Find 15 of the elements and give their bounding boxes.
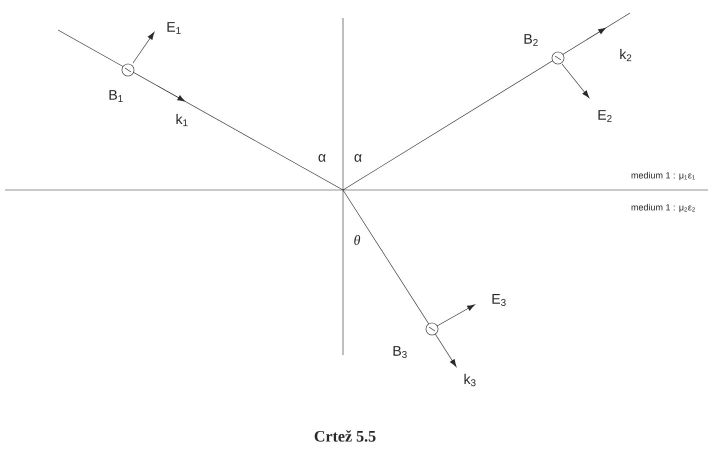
vector-label: k$_{3}$ xyxy=(464,374,476,386)
angle-label: θ xyxy=(354,235,360,245)
vector-label: E$_{2}$ xyxy=(598,110,612,122)
medium-label: medium 1 : μ$_{2}$ε$_{2}$ xyxy=(632,204,695,212)
vector-label: B$_{1}$ xyxy=(110,90,123,102)
angle-label: α xyxy=(318,154,326,162)
vector-label: B$_{2}$ xyxy=(524,34,538,46)
caption: Crtež 5.5 xyxy=(314,430,376,442)
vector-label: B$_{3}$ xyxy=(394,346,407,358)
medium-label: medium 1 : μ$_{1}$ε$_{1}$ xyxy=(632,172,695,180)
vector-label: k$_{1}$ xyxy=(176,114,188,126)
angle-label: α xyxy=(354,154,362,162)
vector-label: E$_{3}$ xyxy=(492,294,506,306)
vector-label: E$_{1}$ xyxy=(167,22,181,34)
vector-label: k$_{2}$ xyxy=(620,48,632,62)
